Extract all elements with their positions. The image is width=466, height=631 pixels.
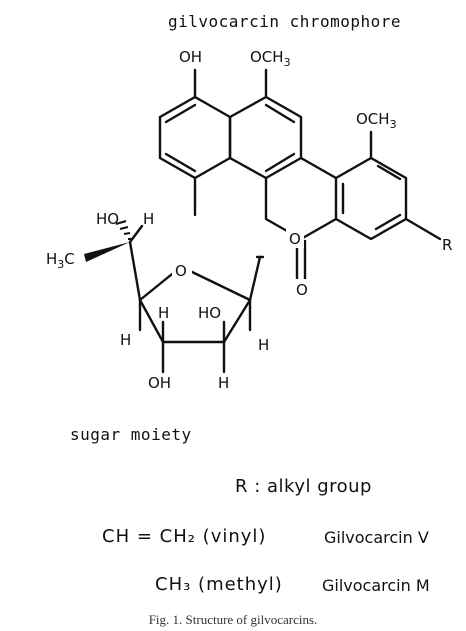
chemical-structure-diagram: OH OCH3 OCH3 O O R HO H H3C O H H HO H O… (46, 48, 452, 392)
figure-title: gilvocarcin chromophore (168, 12, 402, 31)
sugar-ring-c3-c4 (138, 298, 165, 344)
atom-ho-left: HO (96, 210, 119, 228)
lactone-ring-bonds (264, 176, 338, 241)
atom-och3-top: OCH3 (250, 48, 291, 69)
variant-m-formula: CH₃ (methyl) (155, 574, 283, 595)
atom-h-c3: H (158, 304, 169, 322)
atom-carbonyl-o: O (296, 281, 308, 299)
atom-h-c4: H (120, 331, 131, 349)
atom-h-c1: H (258, 336, 269, 354)
ring-a-double-1 (164, 103, 197, 124)
atom-ring-o: O (175, 262, 187, 280)
ring-d-double-1 (376, 164, 402, 181)
variant-m-name: Gilvocarcin M (322, 576, 430, 595)
wedge-bond (84, 242, 130, 262)
ring-b-double-1 (264, 103, 296, 124)
atom-lactone-o: O (289, 230, 301, 248)
sugar-ring-o-c1 (186, 268, 252, 302)
atom-oh-top: OH (179, 48, 202, 66)
ring-a-bonds (158, 95, 232, 180)
atom-h-c2: H (218, 374, 229, 392)
ring-b-bonds (228, 95, 303, 180)
sugar-ring-c1-c2 (222, 298, 252, 344)
variant-v-name: Gilvocarcin V (324, 528, 429, 547)
sugar-ring-c4-o (138, 268, 179, 302)
ring-d-double-2 (374, 213, 402, 231)
atom-h-c5: H (143, 210, 154, 228)
ring-b-double-2 (264, 152, 296, 173)
ring-d-bonds (334, 156, 408, 241)
atom-h3c: H3C (46, 250, 75, 271)
ring-a-double-2 (164, 152, 197, 173)
atom-och3-right: OCH3 (356, 110, 397, 131)
glycosidic-bond-sugar (248, 255, 262, 302)
sugar-c4-c5-bond (128, 240, 142, 302)
sugar-moiety-label: sugar moiety (70, 425, 192, 444)
atom-oh-bottom: OH (148, 374, 171, 392)
figure-caption: Fig. 1. Structure of gilvocarcins. (148, 612, 318, 627)
biaryl-bond (299, 156, 338, 180)
atom-ho-c2: HO (198, 304, 221, 322)
hashed-bond (115, 220, 132, 240)
variant-v-formula: CH = CH₂ (vinyl) (102, 526, 267, 547)
r-group-definition: R : alkyl group (235, 476, 372, 497)
atom-r-group: R (442, 236, 452, 254)
r-bond (404, 217, 442, 241)
